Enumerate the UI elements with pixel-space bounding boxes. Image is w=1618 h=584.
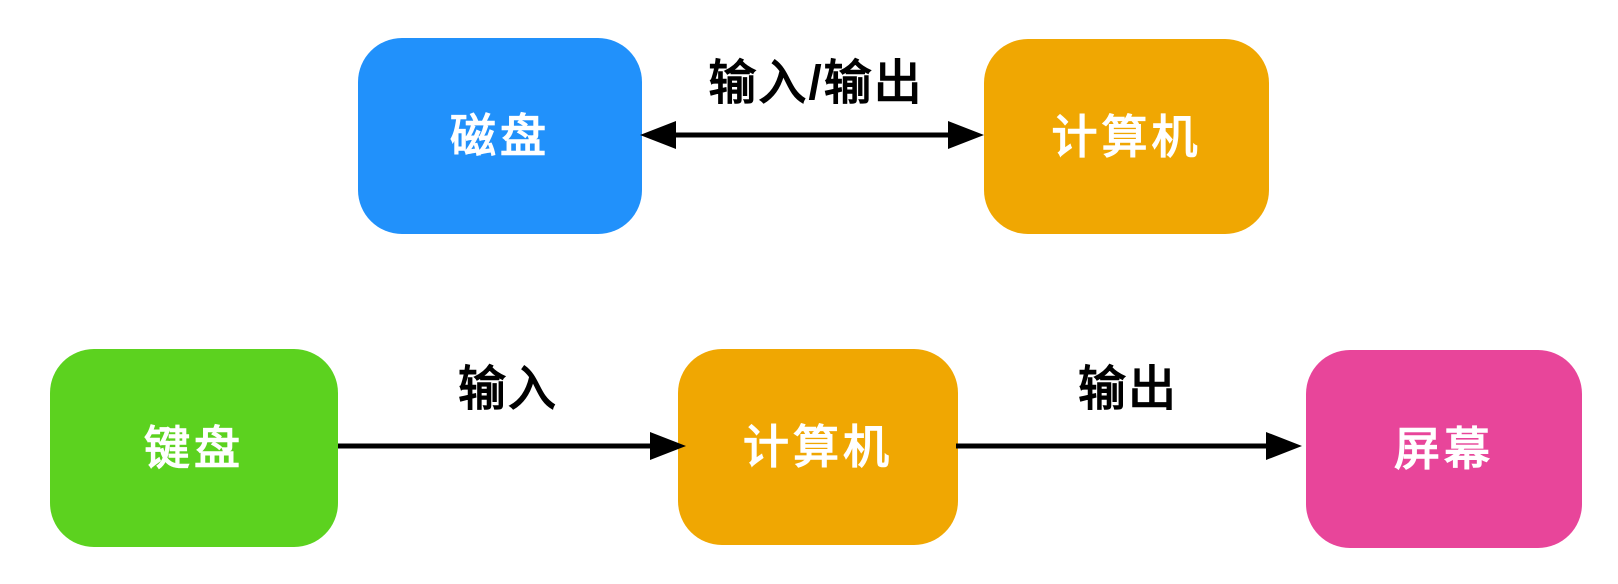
arrowhead-right-icon: [1266, 432, 1302, 460]
edge-label-output: 输出: [1077, 363, 1179, 416]
arrowhead-right-icon: [948, 121, 984, 149]
node-disk: 磁盘: [358, 38, 642, 234]
node-computer-bottom: 计算机: [678, 349, 958, 545]
arrowhead-left-icon: [640, 121, 676, 149]
edge-label-input-output: 输入/输出: [708, 57, 924, 110]
edge-label-input: 输入: [457, 363, 559, 416]
node-screen-label: 屏幕: [1394, 423, 1494, 475]
arrowhead-right-icon: [650, 432, 686, 460]
right-arrow-icon: [338, 432, 686, 460]
node-keyboard-label: 键盘: [144, 422, 244, 474]
bidirectional-arrow-icon: [640, 121, 984, 149]
node-screen: 屏幕: [1306, 350, 1582, 548]
node-computer-top-label: 计算机: [1051, 110, 1202, 163]
node-disk-label: 磁盘: [450, 110, 550, 162]
node-keyboard: 键盘: [50, 349, 338, 547]
node-computer-bottom-label: 计算机: [743, 421, 893, 473]
right-arrow-icon: [956, 432, 1302, 460]
node-computer-top: 计算机: [984, 39, 1269, 234]
